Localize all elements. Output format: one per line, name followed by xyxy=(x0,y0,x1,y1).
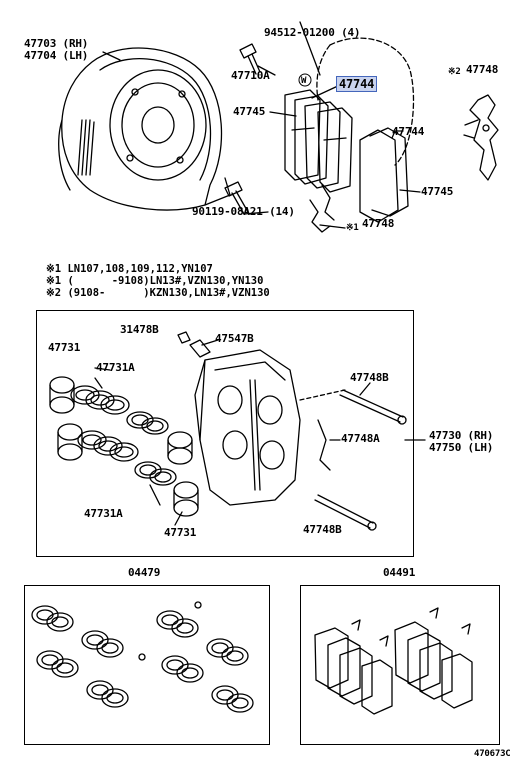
slide-pins-illustration xyxy=(299,389,407,531)
brake-pad-right-illustration xyxy=(359,127,409,223)
label-spring-top-right-mark: ※2 xyxy=(448,67,461,77)
label-spring-bottom-mark: ※1 xyxy=(346,223,359,233)
applicability-note-2: ※1 ( -9108)LN13#,VZN130,YN130 xyxy=(46,275,264,287)
caliper-assembly-frame xyxy=(36,310,414,557)
anti-rattle-spring-illustration xyxy=(309,184,346,233)
label-piston-lower[interactable]: 47731 xyxy=(164,526,197,539)
label-caliper-lh[interactable]: 47750 (LH) xyxy=(429,441,494,454)
piston-seal-group-illustration xyxy=(49,376,199,517)
w-mark-label: W xyxy=(301,76,307,86)
label-spring-mid[interactable]: 47748A xyxy=(341,432,380,445)
pad-kit-illustration xyxy=(314,607,473,715)
label-pin-lower[interactable]: 47748B xyxy=(303,523,342,536)
label-pin-upper[interactable]: 47748B xyxy=(350,371,389,384)
spring-right-illustration xyxy=(463,94,499,181)
label-bleeder-plug[interactable]: 47710A xyxy=(231,69,270,82)
label-caliper-rh[interactable]: 47730 (RH) xyxy=(429,429,494,442)
label-cap[interactable]: 31478B xyxy=(120,323,159,336)
dust-cover-illustration xyxy=(58,47,231,211)
label-seal-kit[interactable]: 04479 xyxy=(128,566,161,579)
seal-kit-illustration xyxy=(31,601,254,713)
label-seal-lower[interactable]: 47731A xyxy=(84,507,123,520)
seal-kit-frame xyxy=(24,585,270,745)
label-bolt-top[interactable]: 94512-01200 (4) xyxy=(264,26,361,39)
brake-pads-left-illustration xyxy=(284,89,353,193)
label-anti-squeal-left[interactable]: 47745 xyxy=(233,105,266,118)
label-seal-upper[interactable]: 47731A xyxy=(96,361,135,374)
label-bleeder[interactable]: 47547B xyxy=(215,332,254,345)
pad-kit-frame xyxy=(300,585,500,745)
label-pad-kit-highlighted[interactable]: 47744 xyxy=(336,76,378,92)
label-bolt-bottom[interactable]: 90119-08A21 (14) xyxy=(192,205,295,218)
diagram-code: 470673C xyxy=(474,749,511,759)
label-spring-top-right[interactable]: 47748 xyxy=(466,63,499,76)
label-piston-group[interactable]: 47731 xyxy=(48,341,81,354)
applicability-note-1: ※1 LN107,108,109,112,YN107 xyxy=(46,263,213,275)
bolt-bottom-illustration xyxy=(224,181,269,215)
label-dust-cover-lh[interactable]: 47704 (LH) xyxy=(24,49,89,62)
label-anti-squeal-right[interactable]: 47745 xyxy=(421,185,454,198)
label-pad-right[interactable]: 47744 xyxy=(392,125,425,138)
caliper-body-illustration xyxy=(194,349,301,506)
label-dust-cover-rh[interactable]: 47703 (RH) xyxy=(24,37,89,50)
applicability-note-3: ※2 (9108- )KZN130,LN13#,VZN130 xyxy=(46,287,270,299)
label-spring-bottom[interactable]: 47748 xyxy=(362,217,395,230)
bolt-top-illustration xyxy=(239,43,276,76)
label-pad-kit[interactable]: 04491 xyxy=(383,566,416,579)
